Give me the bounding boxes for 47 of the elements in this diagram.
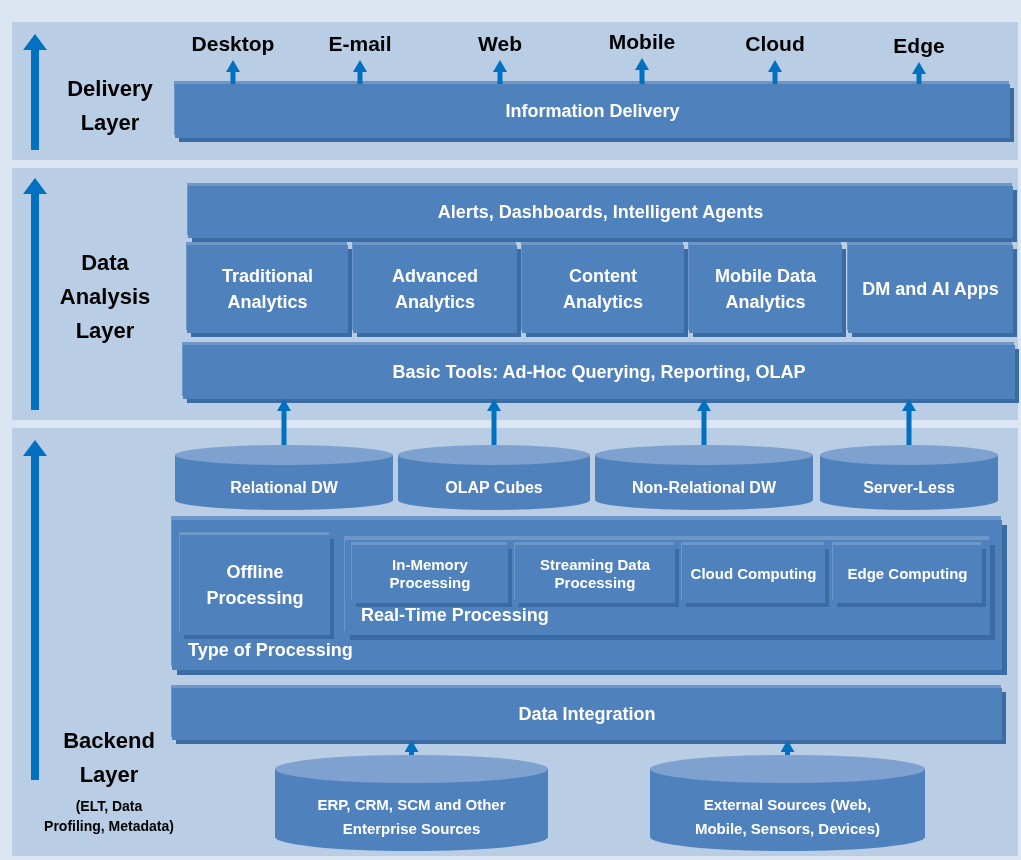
box-label: Data Integration — [518, 703, 656, 726]
store-label: ERP, CRM, SCM and Other Enterprise Sources — [316, 795, 507, 839]
store-label: OLAP Cubes — [445, 477, 543, 498]
layer-panel — [12, 22, 1018, 160]
group-label: Real-Time Processing — [361, 605, 549, 625]
store-label: External Sources (Web, Mobile, Sensors, Devices) — [693, 795, 882, 839]
arrow — [635, 58, 649, 84]
channel-label: E-mail — [328, 31, 392, 58]
box-label: DM and AI Apps — [862, 278, 999, 301]
box-label: Basic Tools: Ad-Hoc Querying, Reporting, OLAP — [392, 361, 806, 384]
box-label: Information Delivery — [505, 100, 680, 123]
arrow — [353, 60, 367, 84]
channel-label: Desktop — [191, 31, 275, 58]
box-label: Content Analytics — [561, 265, 644, 314]
box-label: Alerts, Dashboards, Intelligent Agents — [437, 201, 764, 224]
arrow — [487, 399, 501, 445]
box-label: Cloud Computing — [690, 565, 817, 583]
arrow — [493, 60, 507, 84]
box-label: Streaming Data Processing — [538, 556, 651, 592]
arrow — [697, 399, 711, 445]
layer-title: Delivery Layer — [66, 75, 154, 137]
layer-note: (ELT, Data Profiling, Metadata) — [44, 797, 174, 836]
layer-panel — [12, 428, 1018, 856]
layer-title: Backend Layer — [62, 727, 156, 789]
arrow — [912, 62, 926, 84]
arrow — [780, 740, 795, 755]
store-label: Relational DW — [230, 477, 338, 498]
box-label: Edge Computing — [847, 565, 968, 583]
group-label: Type of Processing — [188, 640, 353, 660]
box-label: Offline Processing — [205, 561, 305, 610]
channel-label: Cloud — [745, 31, 805, 58]
store-label: Non-Relational DW — [632, 477, 776, 498]
box-label: Mobile Data Analytics — [714, 265, 817, 314]
arrow — [768, 60, 782, 84]
box-label: Traditional Analytics — [221, 265, 314, 314]
channel-label: Edge — [893, 33, 945, 60]
channel-label: Web — [478, 31, 522, 58]
channel-label: Mobile — [608, 29, 676, 56]
arrow — [277, 399, 291, 445]
store-label: Server-Less — [863, 477, 955, 498]
arrow — [902, 399, 916, 445]
box-label: In-Memory Processing — [388, 556, 472, 592]
arrow — [404, 740, 419, 755]
box-label: Advanced Analytics — [391, 265, 479, 314]
layer-title: Data Analysis Layer — [58, 249, 152, 345]
arrow — [226, 60, 240, 84]
layer-panel — [12, 168, 1018, 420]
